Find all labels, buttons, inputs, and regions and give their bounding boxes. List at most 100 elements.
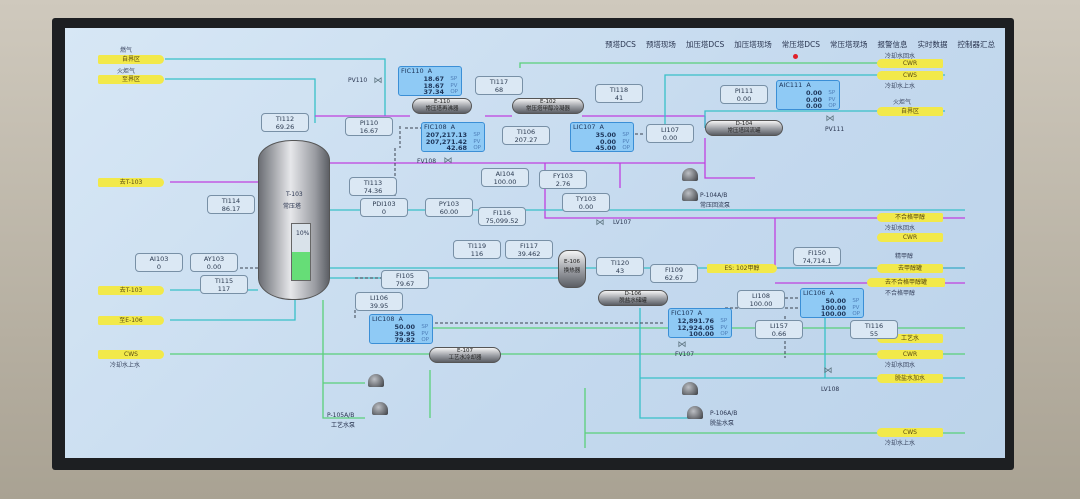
pump-icon[interactable]: [682, 188, 698, 201]
pump-icon[interactable]: [372, 402, 388, 415]
instrument-tag: LI108: [752, 292, 770, 300]
stream-right[interactable]: CWS: [877, 71, 943, 80]
stream-right[interactable]: 去甲醇罐: [877, 264, 943, 273]
tower-t103[interactable]: T-103 常压塔 10%: [258, 140, 330, 300]
stream-right[interactable]: 脱盐水加水: [877, 374, 943, 383]
stream-right[interactable]: CWR: [877, 59, 943, 68]
pump-tag: P-104A/B: [700, 192, 728, 199]
control-valve-icon[interactable]: ⋈: [373, 76, 383, 86]
sp-value: 35.00: [595, 131, 616, 139]
control-valve-icon[interactable]: ⋈: [677, 340, 687, 350]
stream-right[interactable]: CWR: [877, 233, 943, 242]
stream-left[interactable]: 去T-103: [98, 178, 164, 187]
stream-right[interactable]: 自界区: [877, 107, 943, 116]
stream-right[interactable]: CWS: [877, 428, 943, 437]
instrument-tag: TI113: [363, 179, 383, 187]
sp-value: 18.67: [423, 75, 444, 83]
pump-icon[interactable]: [682, 382, 698, 395]
valve-tag: FV108: [417, 158, 437, 165]
stream-right[interactable]: CWR: [877, 350, 943, 359]
tab-controller-summary[interactable]: 控制器汇总: [957, 40, 996, 49]
sp-label: SP: [450, 76, 458, 82]
stream-right[interactable]: 不合格甲醇: [877, 213, 943, 222]
tab-atm-tower-dcs[interactable]: 常压塔DCS: [781, 40, 820, 49]
control-valve-icon[interactable]: ⋈: [443, 156, 453, 166]
pump-tag: P-105A/B: [327, 412, 355, 419]
control-valve-icon[interactable]: ⋈: [823, 366, 833, 376]
stream-left[interactable]: 去T-103: [98, 286, 164, 295]
tab-alarm-info[interactable]: 报警信息: [877, 40, 908, 49]
stream-left[interactable]: CWS: [98, 350, 164, 359]
pv-value: 0.00: [805, 95, 822, 104]
stream-sub: 火炬气: [893, 99, 912, 106]
pv-label: PV: [450, 82, 458, 89]
pump-icon[interactable]: [368, 374, 384, 387]
stream-left[interactable]: 自界区: [98, 55, 164, 64]
tab-pre-tower-field[interactable]: 预塔现场: [645, 40, 676, 49]
control-valve-icon[interactable]: ⋈: [595, 218, 605, 228]
instrument-value: 0.00: [578, 203, 594, 211]
feed-in-stream[interactable]: ES: 102甲醇: [707, 264, 777, 273]
op-value: 0.00: [805, 102, 822, 110]
level-text: 10%: [296, 230, 310, 237]
stream-left[interactable]: 至界区: [98, 75, 164, 84]
op-label: OP: [622, 145, 630, 151]
equipment-name: 脱盐水储罐: [619, 298, 647, 304]
tab-atm-tower-field[interactable]: 常压塔现场: [830, 40, 868, 49]
control-valve-icon[interactable]: ⋈: [825, 114, 835, 124]
stream-right[interactable]: 去不合格甲醇罐: [867, 278, 945, 287]
instrument-tag: PI110: [359, 119, 379, 127]
stream-left[interactable]: 至E-106: [98, 316, 164, 325]
tab-pre-tower-dcs[interactable]: 预塔DCS: [605, 40, 636, 49]
instrument-value: 41: [614, 94, 624, 102]
pv-label: PV: [720, 324, 728, 331]
tab-pressure-tower-field[interactable]: 加压塔现场: [734, 40, 772, 49]
stream-right[interactable]: 工艺水: [877, 334, 943, 343]
pump-icon[interactable]: [682, 168, 698, 181]
tab-pressure-tower-dcs[interactable]: 加压塔DCS: [685, 40, 725, 49]
pump-icon[interactable]: [687, 406, 703, 419]
tab-realtime-data[interactable]: 实时数据: [917, 40, 948, 49]
